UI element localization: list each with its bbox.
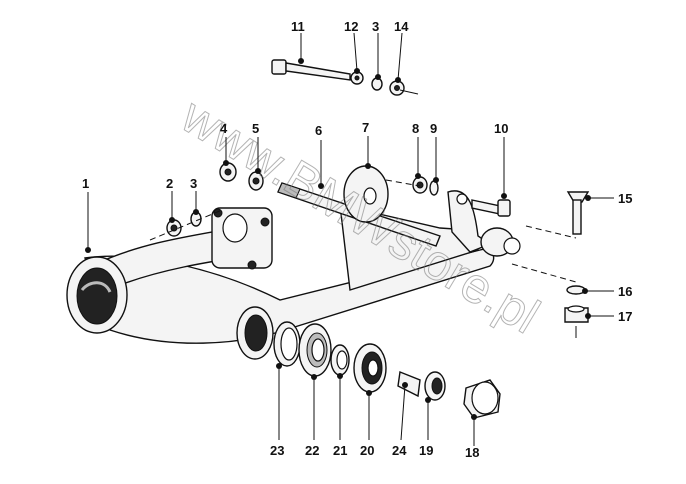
callout-12: 12 [344, 19, 358, 34]
callout-20: 20 [360, 443, 374, 458]
callout-2: 2 [166, 176, 173, 191]
bushing-24 [397, 371, 421, 398]
callout-9: 9 [430, 121, 437, 136]
callout-22: 22 [305, 443, 319, 458]
bearing-20 [353, 343, 387, 393]
swing-arm [66, 190, 521, 360]
callout-21: 21 [333, 443, 347, 458]
bolt-15 [566, 191, 590, 235]
callout-23: 23 [270, 443, 284, 458]
callout-24: 24 [392, 443, 407, 458]
callout-17: 17 [618, 309, 632, 324]
bolt-11 [271, 59, 351, 81]
callout-18: 18 [465, 445, 479, 460]
washer-12 [350, 71, 364, 85]
callout-19: 19 [419, 443, 433, 458]
callout-11: 11 [291, 19, 305, 34]
callout-3-top: 3 [372, 19, 379, 34]
assembly-axes [149, 89, 577, 338]
callout-5: 5 [252, 121, 259, 136]
nut-17 [564, 305, 589, 323]
threaded-adapter-19 [424, 371, 446, 401]
callout-6: 6 [315, 123, 322, 138]
callout-4: 4 [220, 121, 228, 136]
cap-18 [463, 379, 501, 419]
callout-7: 7 [362, 120, 369, 135]
bolt-10 [471, 199, 511, 217]
nut-14 [389, 80, 405, 96]
callouts: 1 2 3 4 5 6 7 8 9 10 11 12 3 [82, 19, 632, 460]
washer-9 [429, 180, 439, 196]
callout-15: 15 [618, 191, 632, 206]
bearing-22 [298, 323, 332, 377]
callout-10: 10 [494, 121, 508, 136]
callout-16: 16 [618, 284, 632, 299]
callout-3-left: 3 [190, 176, 197, 191]
nut-8 [412, 176, 428, 194]
dust-cover-disc [343, 165, 389, 223]
spacer-21 [330, 344, 350, 376]
callout-1: 1 [82, 176, 89, 191]
washer-5 [248, 171, 264, 191]
callout-8: 8 [412, 121, 419, 136]
seal-23 [273, 321, 301, 367]
callout-14: 14 [394, 19, 409, 34]
